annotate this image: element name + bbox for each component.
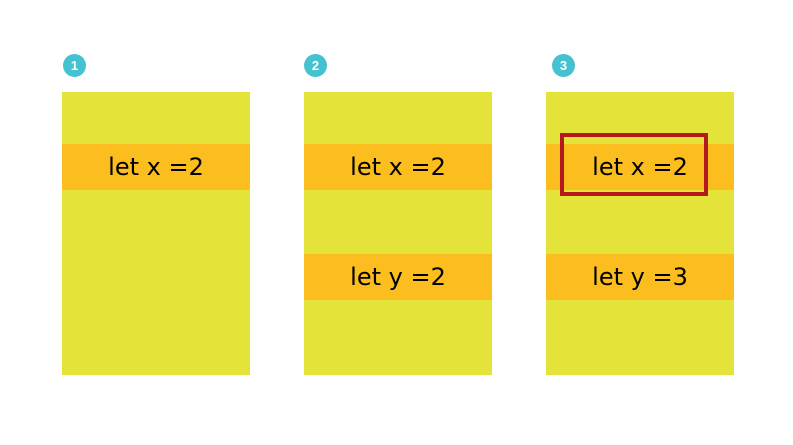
step-number-badge-2: 2 [304, 54, 327, 77]
statement-band: let x =2 [62, 144, 250, 190]
statement-band: let x =2 [304, 144, 492, 190]
step-number-badge-1: 1 [63, 54, 86, 77]
statement-band: let y =2 [304, 254, 492, 300]
step-number-badge-3: 3 [552, 54, 575, 77]
step-1-panel: let x =2 [62, 92, 250, 375]
statement-band: let y =3 [546, 254, 734, 300]
step-2-panel: let x =2 let y =2 [304, 92, 492, 375]
step-3-panel: let x =2 let y =3 [546, 92, 734, 375]
statement-band: let x =2 [546, 144, 734, 190]
